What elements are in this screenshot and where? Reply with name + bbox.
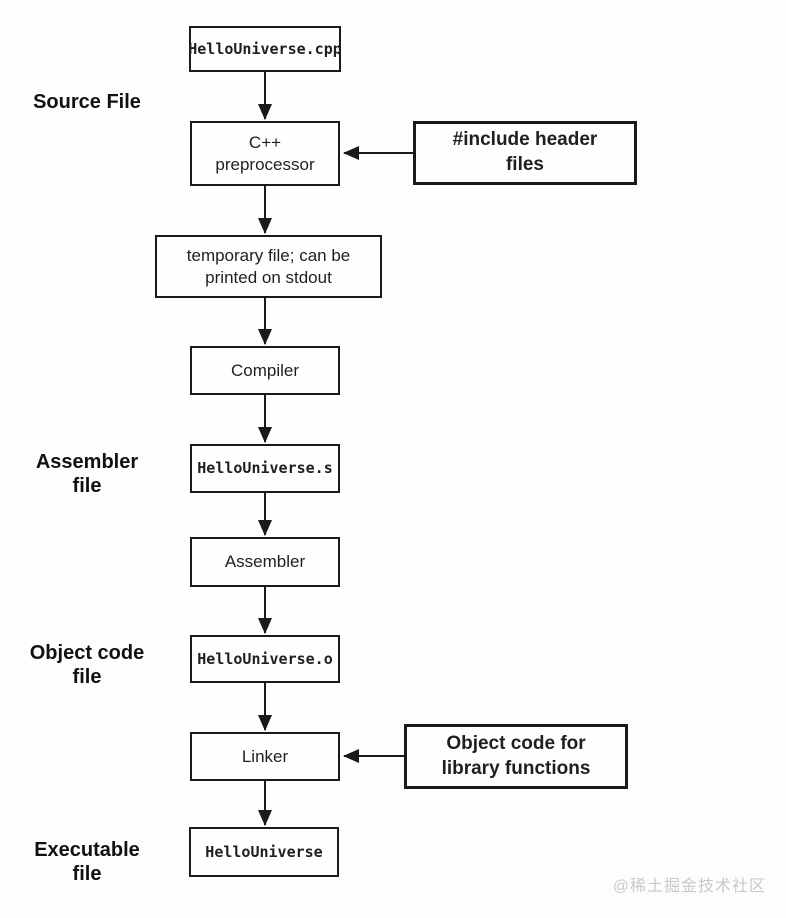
node-executable: HelloUniverse (189, 827, 339, 877)
node-library-objects: Object code for library functions (404, 724, 628, 789)
node-temporary-file: temporary file; can be printed on stdout (155, 235, 382, 298)
stage-label-assembler-file: Assembler file (35, 451, 139, 498)
stage-label-executable-file: Executable file (34, 839, 140, 886)
node-assembler: Assembler (190, 537, 340, 587)
node-assembler-file: HelloUniverse.s (190, 444, 340, 493)
stage-label-source-file: Source File (33, 91, 141, 113)
node-source-file: HelloUniverse.cpp (188, 26, 342, 72)
node-include-headers: #include header files (413, 121, 637, 185)
watermark-text: @稀土掘金技术社区 (612, 878, 766, 895)
stage-label-object-code-file: Object code file (29, 642, 145, 689)
node-preprocessor: C++ preprocessor (190, 121, 340, 186)
node-linker: Linker (190, 732, 340, 781)
node-object-file: HelloUniverse.o (190, 635, 340, 683)
node-compiler: Compiler (190, 346, 340, 395)
